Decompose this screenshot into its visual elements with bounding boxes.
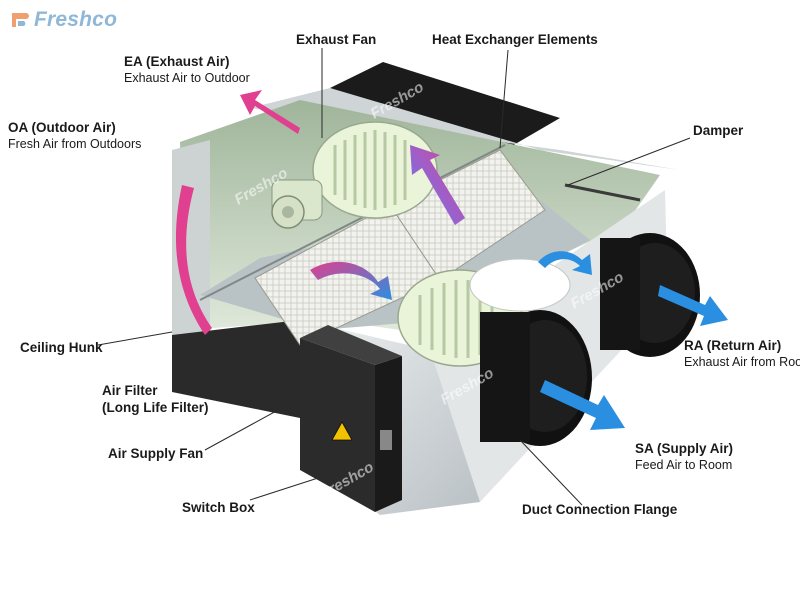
label-title: OA (Outdoor Air) — [8, 120, 116, 135]
label-title: Damper — [693, 123, 744, 138]
label-ea: EA (Exhaust Air) Exhaust Air to Outdoor — [124, 54, 250, 87]
leader-lines — [97, 48, 691, 506]
supply-arrows — [310, 251, 728, 430]
left-panel — [172, 320, 300, 418]
label-title: Air Supply Fan — [108, 446, 204, 461]
switch-box-graphic — [300, 325, 402, 512]
label-duct-flange: Duct Connection Flange — [522, 500, 677, 520]
ra-duct — [600, 233, 700, 357]
heat-exchanger-right — [389, 149, 546, 281]
label-line1: Air Filter — [102, 383, 158, 398]
label-subtitle: Feed Air to Room — [635, 457, 733, 472]
label-title: EA (Exhaust Air) — [124, 54, 230, 69]
label-title: Switch Box — [182, 500, 255, 515]
label-subtitle: Exhaust Air to Outdoor — [124, 70, 250, 85]
label-title: Duct Connection Flange — [522, 502, 678, 517]
label-ceiling-hunk: Ceiling Hunk — [20, 338, 103, 358]
label-title: Heat Exchanger Elements — [432, 32, 598, 47]
label-line2: (Long Life Filter) — [102, 399, 209, 415]
label-heat-exchanger: Heat Exchanger Elements — [432, 30, 598, 50]
logo-text: Freshco — [34, 8, 118, 31]
label-switch-box: Switch Box — [182, 498, 255, 518]
freshco-logo: Freshco — [8, 8, 117, 32]
label-ra: RA (Return Air) Exhaust Air from Room — [684, 338, 800, 371]
label-sa: SA (Supply Air) Feed Air to Room — [635, 441, 733, 474]
label-title: Ceiling Hunk — [20, 340, 103, 355]
exhaust-fan-graphic — [271, 121, 438, 229]
damper-graphic — [564, 183, 641, 202]
label-damper: Damper — [693, 121, 743, 141]
label-title: SA (Supply Air) — [635, 441, 734, 456]
label-air-supply-fan: Air Supply Fan — [108, 444, 203, 464]
exhaust-arrows — [175, 90, 465, 335]
label-oa: OA (Outdoor Air) Fresh Air from Outdoors — [8, 120, 141, 153]
label-subtitle: Fresh Air from Outdoors — [8, 136, 142, 151]
label-air-filter: Air Filter (Long Life Filter) — [102, 383, 208, 417]
label-exhaust-fan: Exhaust Fan — [296, 30, 376, 50]
sa-duct — [480, 310, 592, 446]
label-title: RA (Return Air) — [684, 338, 782, 353]
top-lid — [330, 62, 560, 150]
freshco-logo-icon — [12, 13, 29, 27]
label-title: Exhaust Fan — [296, 32, 377, 47]
label-subtitle: Exhaust Air from Room — [684, 354, 800, 369]
back-wall — [250, 88, 680, 170]
